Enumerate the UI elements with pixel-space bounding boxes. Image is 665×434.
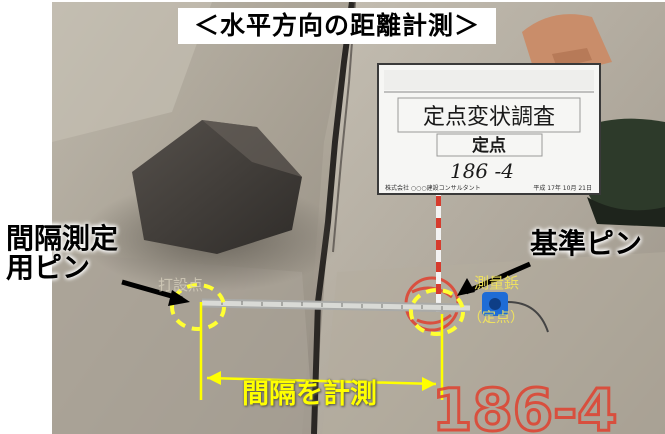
board-footer-right: 平成 17年 10月 21日 bbox=[533, 184, 592, 192]
left-pin-label: 間隔測定 用ピン bbox=[6, 224, 118, 283]
title-box: ＜水平方向の距離計測＞ bbox=[178, 8, 496, 44]
title-text: ＜水平方向の距離計測＞ bbox=[193, 10, 480, 40]
reference-pin-label: 基準ピン bbox=[530, 227, 643, 260]
board-point-number: 186 -4 bbox=[450, 159, 514, 183]
field-photo: 186-4 打設点 測量鋲 （定点） 定点変状調査 定点 186 -4 株式会社… bbox=[52, 2, 665, 434]
left-pin-label-line2: 用ピン bbox=[6, 251, 91, 285]
survey-mark-text-2: （定点） bbox=[468, 310, 524, 326]
board-footer-left: 株式会社 ○○○建設コンサルタント bbox=[385, 184, 481, 192]
board-subheading: 定点 bbox=[472, 135, 506, 156]
survey-mark-text-1: 測量鋲 bbox=[474, 274, 519, 292]
measure-interval-label: 間隔を計測 bbox=[242, 379, 377, 410]
painted-ground-number: 186-4 bbox=[432, 376, 618, 434]
left-pin-label-line1: 間隔測定 bbox=[6, 222, 119, 255]
survey-board: 定点変状調査 定点 186 -4 株式会社 ○○○建設コンサルタント 平成 17… bbox=[377, 63, 601, 195]
photo-scene: 186-4 打設点 測量鋲 （定点） 定点変状調査 定点 186 -4 株式会社… bbox=[52, 2, 665, 434]
faint-pin-text: 打設点 bbox=[158, 276, 203, 294]
board-heading: 定点変状調査 bbox=[423, 105, 555, 130]
